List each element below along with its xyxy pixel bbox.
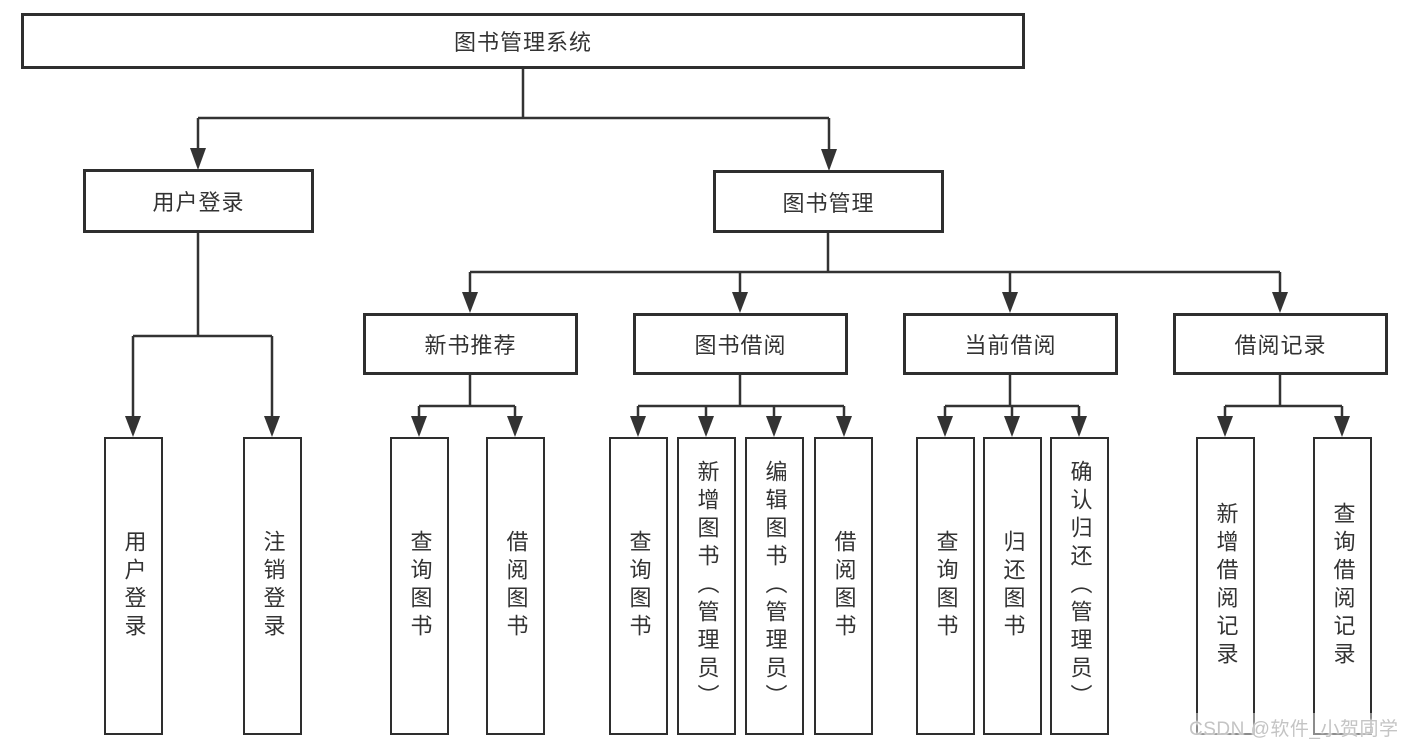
- node-new-book-recommendation: 新书推荐: [363, 313, 578, 375]
- connector-root-to-level2: [196, 69, 831, 151]
- node-borrowing-records: 借阅记录: [1173, 313, 1388, 375]
- connector-book-borrow-children: [636, 375, 846, 418]
- node-user-login: 用户登录: [83, 169, 314, 233]
- connector-book-management-children: [468, 233, 1282, 294]
- leaf-return-books: 归还图书: [983, 437, 1042, 735]
- leaf-query-books-1: 查询图书: [390, 437, 449, 735]
- arrowhead-icons: [125, 148, 1350, 437]
- leaf-borrow-books-1: 借阅图书: [486, 437, 545, 735]
- leaf-query-books-2: 查询图书: [609, 437, 668, 735]
- leaf-query-borrow-record: 查询借阅记录: [1313, 437, 1372, 735]
- node-book-management: 图书管理: [713, 170, 944, 233]
- leaf-edit-books-admin: 编辑图书（管理员）: [745, 437, 804, 735]
- connector-current-borrow-children: [943, 375, 1081, 418]
- leaf-query-books-3: 查询图书: [916, 437, 975, 735]
- leaf-confirm-return-admin: 确认归还（管理员）: [1050, 437, 1109, 735]
- leaf-add-borrow-record: 新增借阅记录: [1196, 437, 1255, 735]
- connector-borrow-records-children: [1223, 375, 1344, 418]
- leaf-add-books-admin: 新增图书（管理员）: [677, 437, 736, 735]
- node-library-management-system: 图书管理系统: [21, 13, 1025, 69]
- connector-user-login-children: [131, 233, 274, 418]
- node-current-borrowing: 当前借阅: [903, 313, 1118, 375]
- leaf-user-login: 用户登录: [104, 437, 163, 735]
- leaf-logout: 注销登录: [243, 437, 302, 735]
- node-book-borrowing: 图书借阅: [633, 313, 848, 375]
- leaf-borrow-books-2: 借阅图书: [814, 437, 873, 735]
- csdn-watermark: CSDN @软件_小贺同学: [1186, 713, 1402, 742]
- connector-new-book-children: [417, 375, 517, 418]
